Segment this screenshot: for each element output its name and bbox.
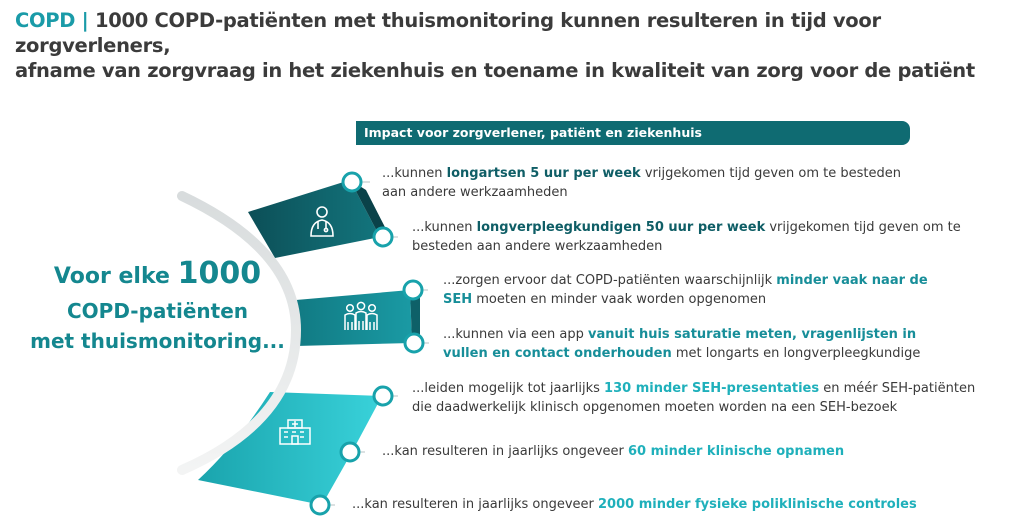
seg: ...kunnen	[382, 166, 447, 181]
segment-mid-shadow	[410, 290, 420, 343]
lead-line-2: COPD-patiënten	[66, 299, 248, 323]
seg-highlight: longartsen 5 uur per week	[446, 166, 641, 181]
impact-item-4: ...kunnen via een app vanuit huis satura…	[443, 325, 920, 363]
seg-highlight: vullen en contact onderhouden	[443, 346, 672, 361]
segment-mid	[296, 290, 412, 346]
impact-item-2: ...kunnen longverpleegkundigen 50 uur pe…	[412, 218, 961, 256]
impact-item-6: ...kan resulteren in jaarlijks ongeveer …	[382, 442, 844, 461]
impact-item-7: ...kan resulteren in jaarlijks ongeveer …	[352, 495, 917, 514]
seg: ...kan resulteren in jaarlijks ongeveer	[352, 497, 598, 512]
lead-line-3: met thuismonitoring...	[30, 329, 285, 353]
impact-item-1-line-1: ...kunnen longartsen 5 uur per week vrij…	[382, 164, 901, 183]
impact-item-4-line-2: vullen en contact onderhouden met longar…	[443, 344, 920, 363]
seg: die daadwerkelijk klinisch opgenomen moe…	[412, 400, 898, 415]
seg-highlight: longverpleegkundigen 50 uur per week	[476, 220, 766, 235]
impact-item-3-line-1: ...zorgen ervoor dat COPD-patiënten waar…	[443, 271, 928, 290]
segment-light	[198, 392, 382, 505]
impact-item-2-line-2: besteden aan andere werkzaamheden	[412, 237, 961, 256]
seg: ...kan resulteren in jaarlijks ongeveer	[382, 444, 628, 459]
impact-item-5: ...leiden mogelijk tot jaarlijks 130 min…	[412, 379, 975, 417]
lead-statement: Voor elke 1000 COPD-patiënten met thuism…	[15, 255, 300, 356]
semicircle-rim	[177, 191, 302, 475]
seg-highlight: minder vaak naar de	[776, 273, 928, 288]
seg-highlight: vanuit huis saturatie meten, vragenlijst…	[588, 327, 917, 342]
seg: moeten en minder vaak worden opgenomen	[472, 292, 767, 307]
segment-dark	[248, 180, 380, 258]
seg-highlight: SEH	[443, 292, 473, 307]
impact-item-5-line-2: die daadwerkelijk klinisch opgenomen moe…	[412, 398, 975, 417]
impact-item-4-line-1: ...kunnen via een app vanuit huis satura…	[443, 325, 920, 344]
title-line-1: COPD | 1000 COPD-patiënten met thuismoni…	[15, 8, 1015, 58]
title-prefix: COPD |	[15, 9, 89, 32]
seg: met longarts en longverpleegkundige	[671, 346, 921, 361]
impact-item-5-line-1: ...leiden mogelijk tot jaarlijks 130 min…	[412, 379, 975, 398]
connector-dot-3	[402, 279, 424, 301]
segment-dark-shadow	[350, 180, 390, 237]
seg: vrijgekomen tijd geven om te besteden	[640, 166, 901, 181]
patients-group-icon	[344, 301, 378, 330]
seg: ...leiden mogelijk tot jaarlijks	[412, 381, 605, 396]
seg-highlight: 2000 minder fysieke poliklinische contro…	[598, 497, 917, 512]
seg: en méér SEH-patiënten	[819, 381, 976, 396]
impact-header-bar: Impact voor zorgverlener, patiënt en zie…	[356, 121, 910, 145]
connector-dot-7	[309, 494, 331, 516]
connector-dot-4	[403, 332, 425, 354]
seg-highlight: 130 minder SEH-presentaties	[604, 381, 820, 396]
title-line-2: afname van zorgvraag in het ziekenhuis e…	[15, 59, 975, 82]
connector-dot-2	[372, 226, 394, 248]
title-line1-text: 1000 COPD-patiënten met thuismonitoring …	[15, 9, 881, 57]
page-title: COPD | 1000 COPD-patiënten met thuismoni…	[15, 8, 1015, 83]
seg: vrijgekomen tijd geven om te	[765, 220, 961, 235]
lead-number: 1000	[177, 256, 262, 291]
seg: besteden aan andere werkzaamheden	[412, 239, 663, 254]
impact-item-1-line-2: aan andere werkzaamheden	[382, 183, 901, 202]
seg-highlight: 60 minder klinische opnamen	[628, 444, 845, 459]
impact-item-1: ...kunnen longartsen 5 uur per week vrij…	[382, 164, 901, 202]
impact-item-6-line-1: ...kan resulteren in jaarlijks ongeveer …	[382, 442, 844, 461]
seg: ...kunnen	[412, 220, 477, 235]
connector-dot-6	[339, 441, 361, 463]
seg: aan andere werkzaamheden	[382, 185, 568, 200]
connector-circles	[309, 171, 425, 516]
impact-item-3: ...zorgen ervoor dat COPD-patiënten waar…	[443, 271, 928, 309]
connector-dot-5	[372, 385, 394, 407]
doctor-icon	[310, 206, 334, 237]
lead-line-1: Voor elke 1000	[15, 255, 300, 296]
connector-dot-1	[341, 171, 363, 193]
hospital-icon	[279, 419, 311, 445]
impact-item-7-line-1: ...kan resulteren in jaarlijks ongeveer …	[352, 495, 917, 514]
seg: ...zorgen ervoor dat COPD-patiënten waar…	[443, 273, 777, 288]
impact-item-2-line-1: ...kunnen longverpleegkundigen 50 uur pe…	[412, 218, 961, 237]
lead-prefix: Voor elke	[53, 264, 170, 289]
seg: ...kunnen via een app	[443, 327, 588, 342]
impact-item-3-line-2: SEH moeten en minder vaak worden opgenom…	[443, 290, 928, 309]
